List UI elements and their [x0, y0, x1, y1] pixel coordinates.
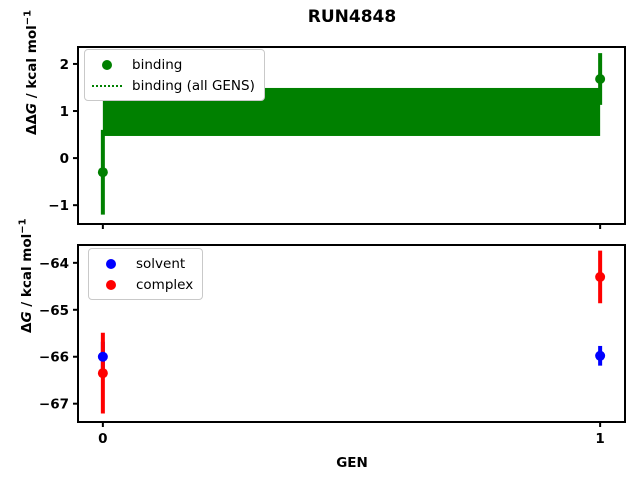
binding-all-gens-line-icon: [92, 84, 122, 87]
legend-item-binding: binding: [91, 54, 255, 75]
legend-item-binding-all-gens: binding (all GENS): [91, 75, 255, 96]
marker-solvent-gen0: [97, 351, 108, 362]
axes-frame-bottom: [77, 244, 626, 423]
ytick-label: 2: [60, 57, 69, 73]
marker-solvent-gen1: [595, 350, 606, 361]
legend-label-solvent: solvent: [136, 255, 186, 272]
marker-binding-gen1: [595, 74, 606, 85]
ytick-label: 1: [60, 104, 69, 120]
marker-complex-gen1: [595, 271, 606, 282]
ylabel-top-prefix: ΔΔ: [23, 114, 40, 135]
xtick-label: 1: [595, 431, 604, 447]
ylabel-top-unit: / kcal mol: [23, 25, 40, 103]
legend-top: binding binding (all GENS): [84, 49, 265, 101]
complex-marker-icon: [106, 279, 116, 290]
legend-label-binding-all-gens: binding (all GENS): [132, 77, 255, 94]
figure-title: RUN4848: [307, 7, 397, 27]
legend-bottom: solvent complex: [88, 248, 204, 300]
marker-binding-gen0: [97, 167, 108, 178]
ylabel-top-var: G: [23, 103, 40, 115]
ylabel-bottom-unit: / kcal mol: [18, 233, 35, 312]
xtick-label: 0: [98, 431, 107, 447]
solvent-marker-icon: [106, 258, 116, 269]
binding-marker-icon: [102, 59, 112, 70]
axes-frame-top: [77, 46, 626, 225]
x-axis-label: GEN: [336, 455, 368, 471]
ytick-label: −64: [39, 256, 69, 272]
legend-label-complex: complex: [136, 276, 194, 293]
marker-complex-gen0: [97, 368, 108, 379]
ylabel-bottom-sup: −1: [17, 218, 29, 234]
ytick-label: −65: [39, 303, 69, 319]
ytick-label: −1: [48, 198, 69, 214]
ylabel-top-sup: −1: [22, 9, 34, 26]
legend-item-solvent: solvent: [95, 253, 193, 274]
ylabel-bottom-var: G: [18, 311, 35, 323]
ytick-label: −66: [39, 350, 69, 366]
legend-label-binding: binding: [132, 56, 183, 73]
ylabel-bottom-prefix: Δ: [18, 322, 35, 333]
legend-item-complex: complex: [95, 274, 193, 295]
ytick-label: −67: [39, 397, 69, 413]
ytick-label: 0: [60, 151, 69, 167]
